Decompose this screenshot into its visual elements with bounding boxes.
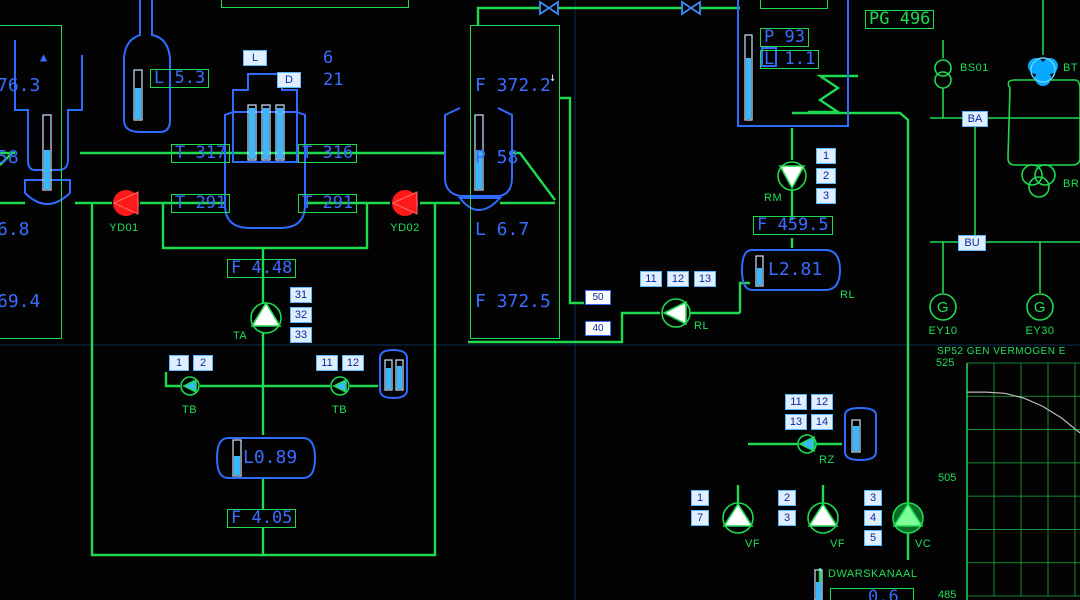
bus-ba[interactable]: BA xyxy=(962,111,988,127)
left-readout-4: 69.4 xyxy=(0,291,41,312)
vc-button-3[interactable]: 3 xyxy=(864,490,882,506)
vf1-button-7[interactable]: 7 xyxy=(691,510,709,526)
rz-button-11[interactable]: 11 xyxy=(785,394,807,410)
rm-button-2[interactable]: 2 xyxy=(816,168,836,184)
top-right-readout-cut xyxy=(760,0,828,9)
level-left-vessel[interactable]: L 5.3 xyxy=(150,69,210,88)
center-box-l[interactable]: L xyxy=(243,50,267,66)
pg-readout-text: PG 496 xyxy=(869,9,931,29)
chart-series-line xyxy=(967,391,1080,434)
bt-label: BT xyxy=(1063,62,1079,74)
pump-tb-left-label: TB xyxy=(182,404,198,416)
bottom-readout-text: 0.6 xyxy=(868,587,899,600)
flow-f4595[interactable]: F 459.5 xyxy=(753,216,833,235)
arrow-down-icon: ↓ xyxy=(549,70,557,84)
valve-yd02-label: YD02 xyxy=(390,222,420,234)
pump-vc-label: VC xyxy=(915,538,932,550)
center-box-d[interactable]: D xyxy=(277,72,301,88)
flow-f405[interactable]: F 4.05 xyxy=(227,509,297,528)
bus-bu[interactable]: BU xyxy=(958,235,986,251)
left-readout-1: 76.3 xyxy=(0,75,41,96)
bs01-label: BS01 xyxy=(960,62,989,74)
setpoint-50[interactable]: 50 xyxy=(585,290,611,305)
temp-t316[interactable]: T 316 xyxy=(298,144,358,163)
rz-button-14[interactable]: 14 xyxy=(811,414,833,430)
generator-ey10-icon[interactable]: G xyxy=(936,299,950,316)
br-label: BR xyxy=(1063,178,1080,190)
red-valve-icons xyxy=(112,190,418,216)
vf1-button-1[interactable]: 1 xyxy=(691,490,709,506)
pump-rm-label: RM xyxy=(764,192,783,204)
left-readout-3: 6.8 xyxy=(0,219,30,240)
temp-t291-left[interactable]: T 291 xyxy=(171,194,231,213)
pg-readout[interactable]: PG 496 xyxy=(865,9,935,29)
trend-chart xyxy=(966,362,1080,600)
rl-button-11[interactable]: 11 xyxy=(640,271,662,287)
tank-rl-level[interactable]: L2.81 xyxy=(768,259,823,280)
center-value-2: 21 xyxy=(323,70,344,90)
arrow-up-icon: ▲ xyxy=(40,50,48,64)
temp-t291-right[interactable]: T 291 xyxy=(298,194,358,213)
flow-f448[interactable]: F 4.48 xyxy=(227,259,297,278)
valve-yd01-label: YD01 xyxy=(109,222,139,234)
pump-ta-label: TA xyxy=(233,330,248,342)
center-value-1: 6 xyxy=(323,48,334,68)
chart-title: SP52 GEN VERMOGEN E xyxy=(937,346,1066,357)
chart-y-tick-485: 485 xyxy=(938,589,957,600)
left-readout-block: 76.3 58 6.8 69.4 xyxy=(0,25,62,339)
rz-button-13[interactable]: 13 xyxy=(785,414,807,430)
ey10-label: EY10 xyxy=(928,325,958,337)
vc-button-4[interactable]: 4 xyxy=(864,510,882,526)
dwarskanaal-label: DWARSKANAAL xyxy=(828,568,918,580)
tb-button-2[interactable]: 2 xyxy=(193,355,213,371)
ta-button-32[interactable]: 32 xyxy=(290,307,312,323)
mid-l[interactable]: L 6.7 xyxy=(475,219,530,240)
rm-button-1[interactable]: 1 xyxy=(816,148,836,164)
mid-f2[interactable]: F 372.5 xyxy=(475,291,551,312)
pump-vf1-label: VF xyxy=(745,538,761,550)
left-readout-2: 58 xyxy=(0,147,19,168)
chart-y-tick-505: 505 xyxy=(938,472,957,484)
chart-y-tick-525: 525 xyxy=(936,357,955,369)
tank-rl-label: RL xyxy=(840,289,856,301)
temp-t317[interactable]: T 317 xyxy=(171,144,231,163)
top-center-panel xyxy=(221,0,409,8)
rl-button-12[interactable]: 12 xyxy=(667,271,689,287)
pump-vf2-label: VF xyxy=(830,538,846,550)
mid-readout-block: F 372.2 P 58 L 6.7 F 372.5 xyxy=(470,25,560,339)
ey30-label: EY30 xyxy=(1025,325,1055,337)
tb-button-1[interactable]: 1 xyxy=(169,355,189,371)
vf2-button-2[interactable]: 2 xyxy=(778,490,796,506)
rm-button-3[interactable]: 3 xyxy=(816,188,836,204)
tank-lower-level[interactable]: L0.89 xyxy=(243,447,298,468)
mid-p[interactable]: P 58 xyxy=(475,147,519,168)
pump-tb-right-label: TB xyxy=(332,404,348,416)
pump-rz-label: RZ xyxy=(819,454,835,466)
ta-button-31[interactable]: 31 xyxy=(290,287,312,303)
rz-button-12[interactable]: 12 xyxy=(811,394,833,410)
top-right-p[interactable]: P 93 xyxy=(760,28,809,47)
vc-button-5[interactable]: 5 xyxy=(864,530,882,546)
bottom-readout[interactable]: 0.6 xyxy=(830,588,914,600)
rl-button-13[interactable]: 13 xyxy=(694,271,716,287)
bt-transformer-icon xyxy=(1028,57,1058,86)
pump-rl-label: RL xyxy=(694,320,710,332)
tb-button-11[interactable]: 11 xyxy=(316,355,338,371)
ta-button-33[interactable]: 33 xyxy=(290,327,312,343)
mid-f1[interactable]: F 372.2 xyxy=(475,75,551,96)
setpoint-40[interactable]: 40 xyxy=(585,321,611,336)
vf2-button-3[interactable]: 3 xyxy=(778,510,796,526)
top-right-l[interactable]: L 1.1 xyxy=(760,50,820,69)
tb-button-12[interactable]: 12 xyxy=(342,355,364,371)
generator-ey30-icon[interactable]: G xyxy=(1033,299,1047,316)
